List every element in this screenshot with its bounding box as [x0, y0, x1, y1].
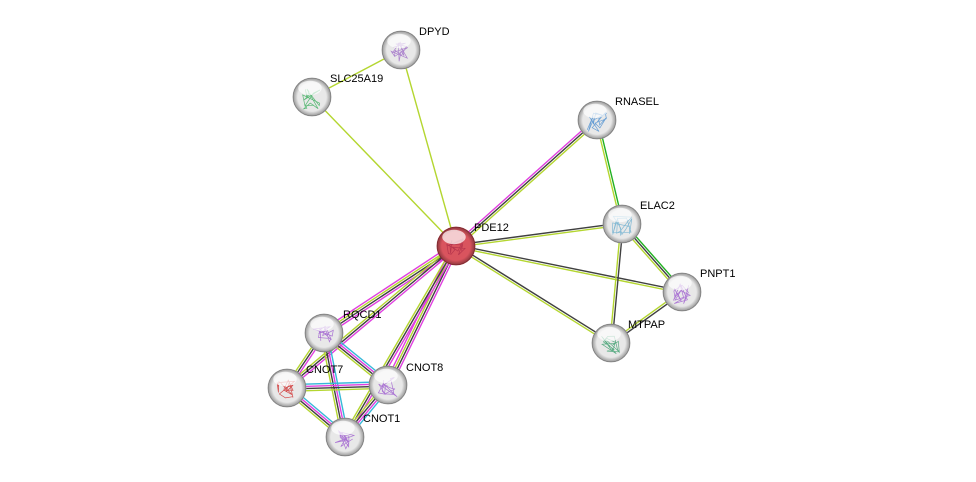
node-gloss [374, 368, 398, 384]
node-pnpt1[interactable]: PNPT1 [662, 268, 735, 312]
node-gloss [668, 275, 692, 291]
edge-pde12-dpyd[interactable] [400, 49, 457, 247]
node-gloss [331, 420, 355, 436]
edge-line-experiments [321, 242, 455, 331]
edge-line-textmining [455, 246, 611, 345]
node-label: MTPAP [628, 319, 665, 331]
edge-pde12-pnpt1[interactable] [455, 244, 683, 294]
edge-line-textmining [456, 121, 599, 249]
edge-pde12-rqcd1[interactable] [321, 242, 459, 337]
node-label: RQCD1 [343, 309, 382, 321]
node-gloss [310, 316, 334, 332]
edge-pde12-rnasel[interactable] [454, 117, 599, 249]
node-gloss [583, 103, 607, 119]
edge-line-textmining [456, 224, 623, 248]
edges-layer [284, 49, 685, 441]
node-gloss [273, 371, 297, 387]
node-label: CNOT7 [306, 364, 343, 376]
node-label: PNPT1 [700, 268, 735, 280]
edge-line-textmining [342, 244, 455, 437]
edge-line-coexpression [456, 244, 683, 292]
node-gloss [608, 207, 632, 223]
edge-line-textmining [386, 245, 456, 385]
node-label: SLC25A19 [330, 73, 383, 85]
edge-line-coexpression [455, 222, 622, 246]
node-label: RNASEL [615, 96, 659, 108]
node-gloss [597, 326, 621, 342]
edge-pde12-elac2[interactable] [455, 222, 623, 248]
edge-pde12-mtpap[interactable] [455, 244, 612, 345]
edge-line-coexpression [388, 246, 458, 386]
edge-line-textmining [400, 49, 457, 247]
edge-line-coexpression [286, 245, 457, 389]
edge-line-coexpression [344, 245, 457, 438]
edge-line-coexpression [456, 244, 612, 343]
edge-line-experiments [287, 247, 458, 391]
node-slc25a19[interactable]: SLC25A19 [292, 73, 383, 117]
edge-line-coexpression [611, 224, 624, 344]
edge-line-experiments [390, 247, 460, 387]
node-elac2[interactable]: ELAC2 [602, 200, 675, 244]
edge-pde12-slc25a19[interactable] [311, 96, 457, 247]
edge-line-textmining [285, 243, 456, 387]
edge-line-coexpression [455, 119, 598, 247]
node-label: DPYD [419, 26, 450, 38]
node-gloss [298, 80, 322, 96]
node-cnot7[interactable]: CNOT7 [267, 364, 343, 408]
edge-line-textmining [455, 246, 682, 294]
node-mtpap[interactable]: MTPAP [591, 319, 665, 363]
node-rnasel[interactable]: RNASEL [577, 96, 659, 140]
edge-elac2-mtpap[interactable] [609, 223, 624, 344]
node-gloss [387, 33, 411, 49]
edge-pde12-cnot7[interactable] [285, 243, 458, 391]
node-dpyd[interactable]: DPYD [381, 26, 450, 70]
node-label: PDE12 [474, 222, 509, 234]
edge-line-textmining [323, 244, 456, 333]
node-label: ELAC2 [640, 200, 675, 212]
node-pde12[interactable]: PDE12 [436, 222, 509, 266]
edge-line-textmining [311, 96, 457, 247]
node-gloss [442, 229, 466, 245]
edge-line-textmining [609, 223, 622, 343]
node-label: CNOT1 [363, 413, 400, 425]
edge-line-experiments [454, 117, 597, 245]
node-cnot1[interactable]: CNOT1 [325, 413, 400, 457]
node-cnot8[interactable]: CNOT8 [368, 362, 443, 405]
node-rqcd1[interactable]: RQCD1 [304, 309, 382, 353]
node-label: CNOT8 [406, 362, 443, 374]
